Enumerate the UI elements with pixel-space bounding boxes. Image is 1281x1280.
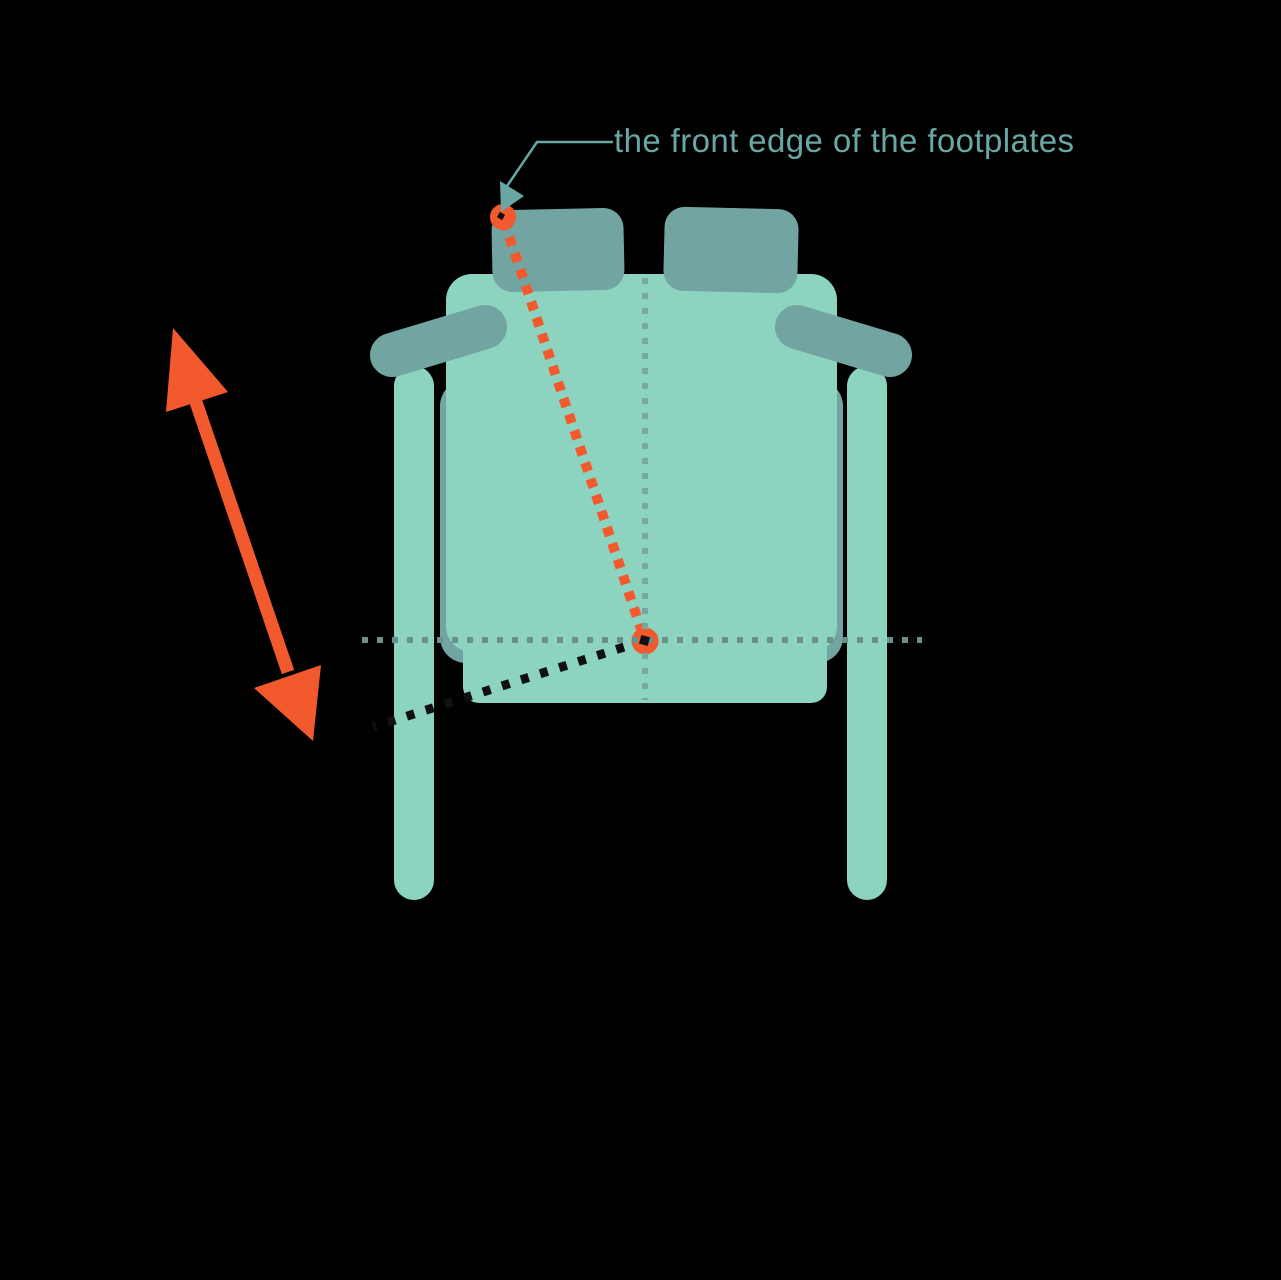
center-point-dash — [638, 634, 651, 647]
right-wheel — [847, 366, 887, 900]
seat — [446, 274, 837, 652]
leader-line — [503, 140, 613, 190]
right-footplate — [663, 206, 799, 294]
measurement-dotted-line — [371, 636, 645, 732]
left-armrest — [370, 305, 507, 377]
leader-arrowhead-icon — [500, 181, 524, 212]
double-arrow-head-top-icon — [166, 328, 228, 412]
footplate-edge-marker-dash — [496, 211, 506, 221]
annotation-label: the front edge of the footplates — [614, 122, 1074, 159]
double-arrow — [166, 328, 321, 741]
left-wheel — [394, 366, 434, 900]
right-armrest — [775, 305, 912, 377]
double-arrow-head-bottom-icon — [254, 665, 321, 741]
double-arrow-shaft — [189, 399, 295, 675]
footplate-to-center-dotted-line — [499, 219, 649, 640]
